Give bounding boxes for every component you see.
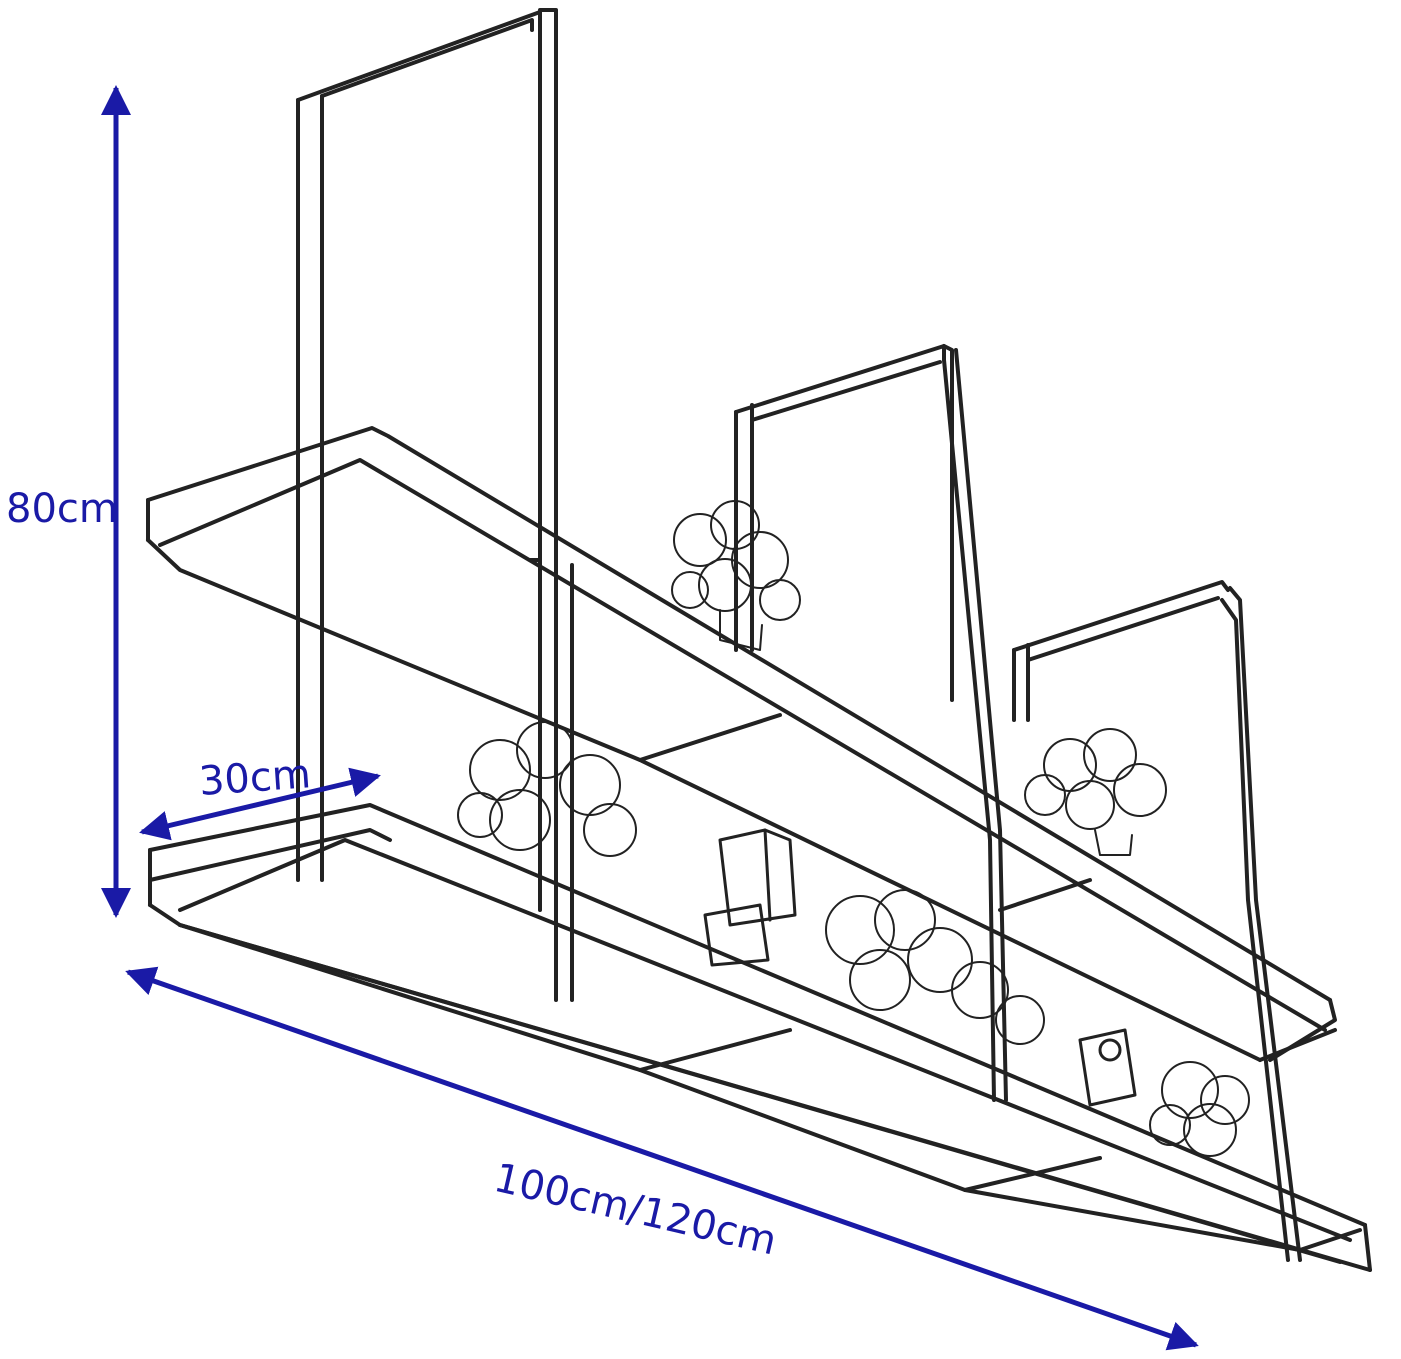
right-hanger-frame	[1012, 580, 1302, 1262]
depth-label: 30cm	[197, 751, 312, 805]
depth-dimension: 30cm	[139, 751, 381, 841]
lower-shelf	[148, 803, 1372, 1272]
length-label: 100cm/120cm	[490, 1155, 781, 1265]
depth-arrow	[139, 767, 381, 841]
hanging-shelf-sketch	[146, 8, 1372, 1272]
height-dimension: 80cm	[6, 85, 131, 918]
height-label: 80cm	[6, 486, 118, 532]
plant-lower-left	[457, 721, 637, 857]
plant-upper-right	[1024, 728, 1167, 856]
length-dimension: 100cm/120cm	[125, 966, 1199, 1351]
upper-shelf	[146, 426, 1337, 1062]
plant-upper-left	[671, 500, 801, 651]
plant-lower-middle	[825, 889, 1045, 1045]
length-arrow	[125, 966, 1199, 1351]
left-hanger-frame	[296, 8, 574, 1002]
